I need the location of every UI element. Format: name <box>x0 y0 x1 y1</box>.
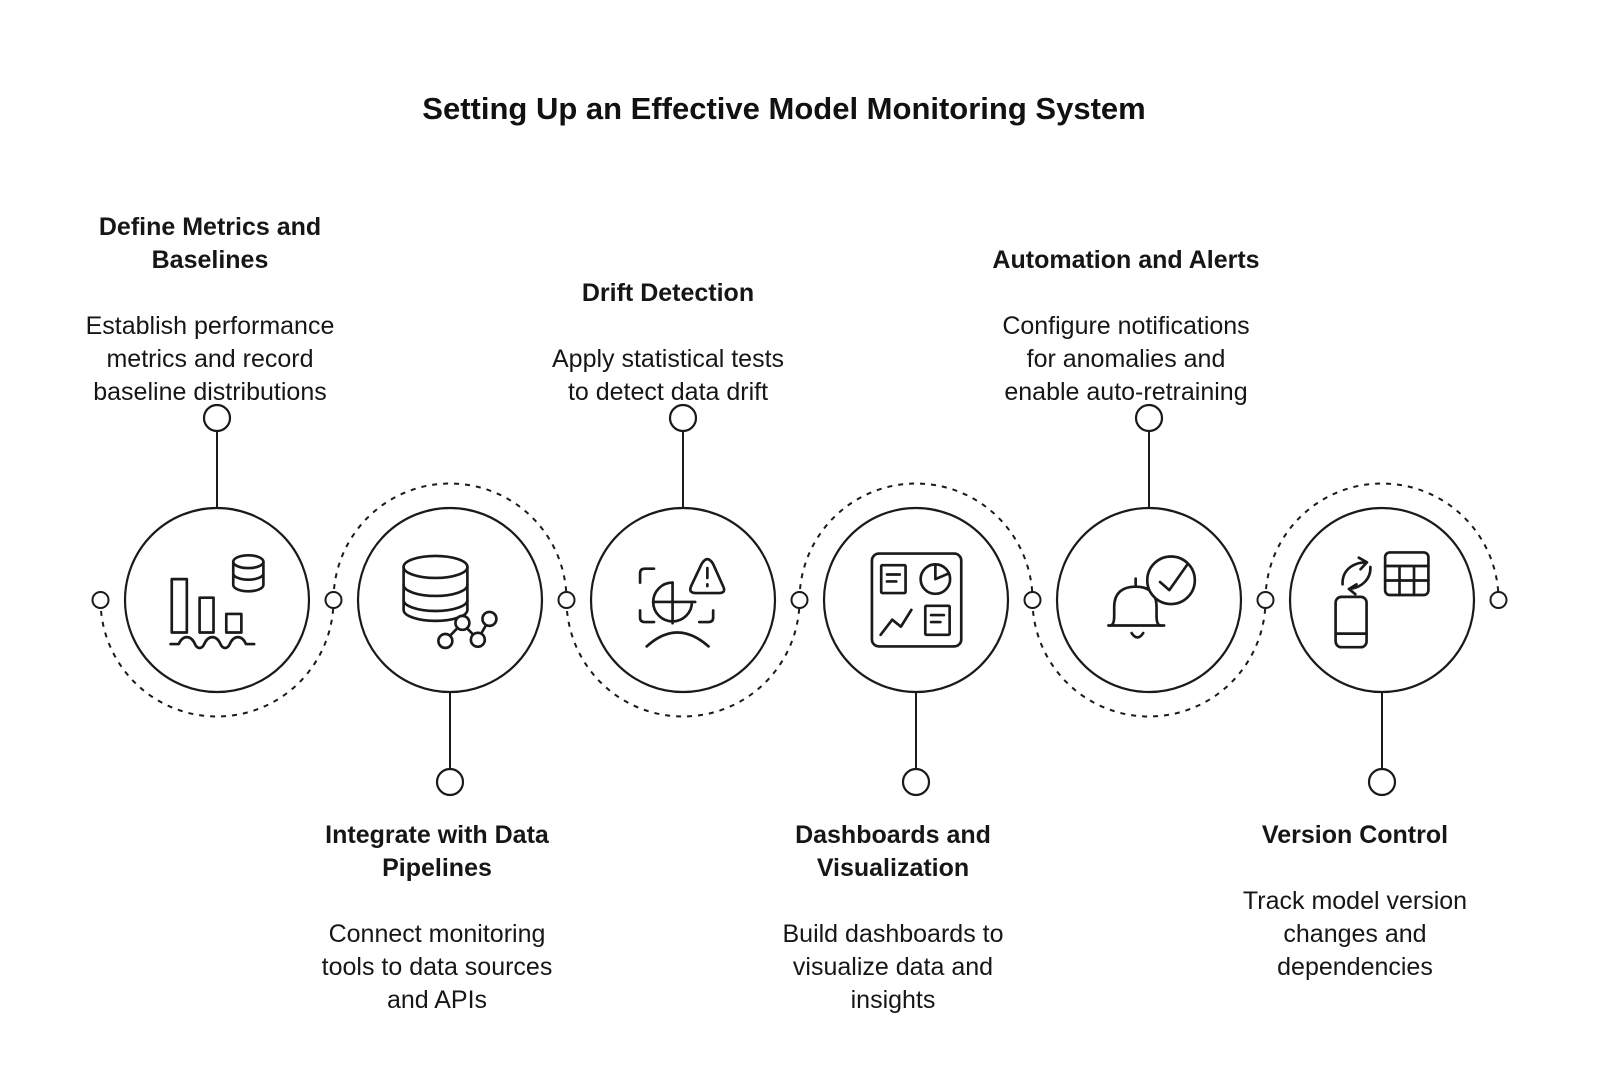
step-circles <box>123 506 1476 694</box>
device-table-sync-icon <box>1334 551 1430 649</box>
arc-junction-dots <box>91 591 1508 609</box>
step-description: Establish performance metrics and record… <box>85 312 335 406</box>
bell-check-icon <box>1107 555 1197 639</box>
dashboard-icon <box>870 552 963 648</box>
step-description: Apply statistical tests to detect data d… <box>551 345 785 406</box>
step-title: Version Control <box>1261 821 1449 849</box>
step-title: Define Metrics and Baselines <box>98 213 322 274</box>
step-description: Track model version changes and dependen… <box>1242 887 1468 981</box>
step-description: Configure notifications for anomalies an… <box>1002 312 1250 406</box>
step-label-define-metrics: Define Metrics and Baselines Establish p… <box>30 193 390 427</box>
label-anchor-circles <box>202 403 1397 797</box>
page-title: Setting Up an Effective Model Monitoring… <box>422 90 1146 126</box>
step-label-dashboards: Dashboards and Visualization Build dashb… <box>713 801 1073 1035</box>
bar-chart-database-icon <box>169 554 265 650</box>
step-label-integrate-pipelines: Integrate with Data Pipelines Connect mo… <box>257 801 617 1035</box>
scan-pie-warning-icon <box>638 557 726 648</box>
label-stems <box>216 431 1383 769</box>
step-title: Dashboards and Visualization <box>795 821 991 882</box>
step-label-version-control: Version Control Track model version chan… <box>1175 801 1535 1002</box>
step-label-drift-detection: Drift Detection Apply statistical tests … <box>488 259 848 427</box>
step-label-automation-alerts: Automation and Alerts Configure notifica… <box>946 226 1306 427</box>
step-description: Connect monitoring tools to data sources… <box>321 920 553 1014</box>
database-network-icon <box>402 554 498 650</box>
step-title: Drift Detection <box>581 279 755 307</box>
step-description: Build dashboards to visualize data and i… <box>782 920 1004 1014</box>
step-title: Integrate with Data Pipelines <box>325 821 549 882</box>
step-title: Automation and Alerts <box>992 246 1260 274</box>
